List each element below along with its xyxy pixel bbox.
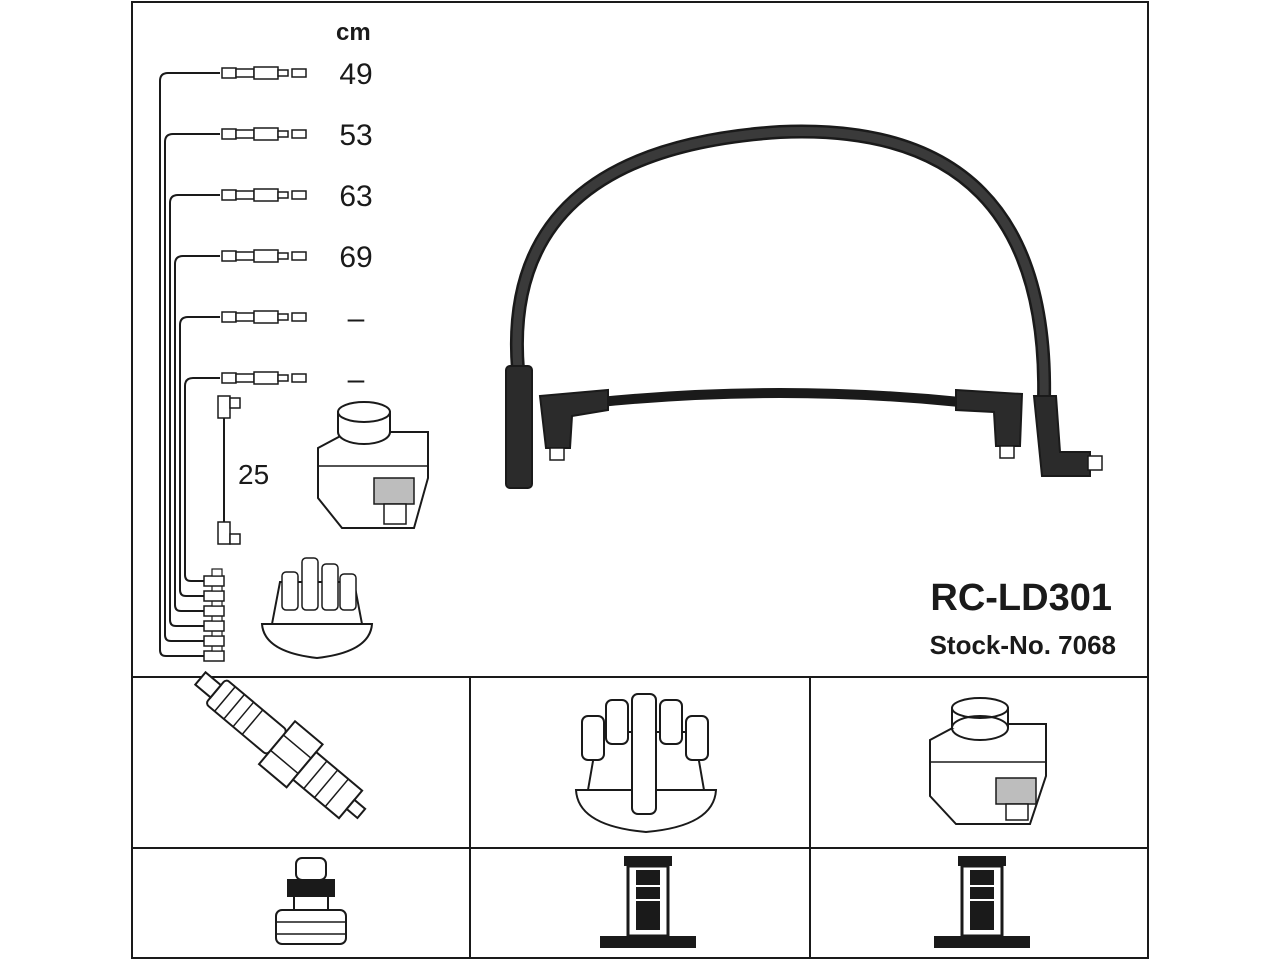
lead-6 (184, 371, 307, 587)
coil-terminal-icon (934, 856, 1030, 948)
cap-terminal-icon (600, 856, 696, 948)
lead-5 (179, 310, 307, 602)
spark-plug-icon (193, 670, 367, 820)
distributor-cap-large-icon (574, 693, 718, 834)
cable-set-illustration (505, 124, 1103, 489)
lead-4 (174, 249, 307, 617)
lead-length-6: – (348, 363, 365, 396)
outer-frame (131, 1, 1149, 959)
lead-length-3: 63 (339, 180, 372, 213)
lead-length-2: 53 (339, 119, 372, 152)
lead-length-1: 49 (339, 58, 372, 91)
part-number: RC-LD301 (930, 577, 1112, 619)
coil-lead-length: 25 (238, 459, 269, 490)
lead-1 (159, 66, 307, 662)
stock-number: Stock-No. 7068 (930, 630, 1116, 660)
distributor-cap-icon (260, 557, 374, 660)
lead-2 (164, 127, 307, 647)
plug-terminal-icon (275, 857, 347, 945)
lead-length-5: – (348, 302, 365, 335)
ignition-coil-icon (317, 401, 429, 529)
coil-lead-schematic (217, 395, 241, 545)
unit-label: cm (336, 19, 371, 46)
lead-schematic: 49 53 63 69 – – (159, 58, 373, 662)
ignition-coil-large-icon (929, 697, 1047, 825)
lead-length-4: 69 (339, 241, 372, 274)
lead-3 (169, 188, 307, 632)
